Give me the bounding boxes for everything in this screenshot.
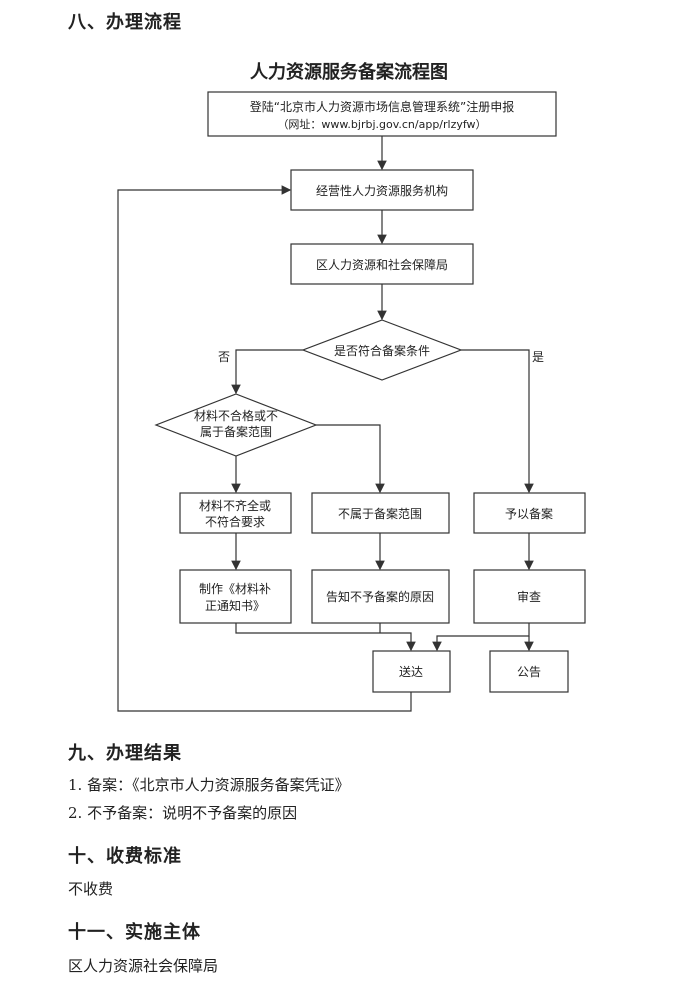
arrow-sub-scope xyxy=(316,424,385,494)
review-box xyxy=(473,569,586,624)
announce-text: 公告 xyxy=(517,665,541,679)
section-heading-entity: 十一、实施主体 xyxy=(68,922,201,943)
district-bureau-text: 区人力资源和社会保障局 xyxy=(316,257,448,272)
incomplete-text-1: 材料不齐全或 xyxy=(199,498,271,513)
sub-condition-text-2: 属于备案范围 xyxy=(200,424,272,439)
arrow-yes-branch xyxy=(461,349,534,494)
login-box xyxy=(207,91,557,137)
login-text-1: 登陆“北京市人力资源市场信息管理系统”注册申报 xyxy=(250,99,514,114)
condition-diamond xyxy=(301,319,463,381)
section-heading-fee: 十、收费标准 xyxy=(68,846,182,867)
deliver-box xyxy=(372,650,451,693)
section-heading-results: 九、办理结果 xyxy=(68,743,182,764)
review-text: 审查 xyxy=(517,589,541,604)
announce-box xyxy=(489,650,569,693)
yes-label: 是 xyxy=(532,350,544,364)
login-text-2: （网址：www.bjrbj.gov.cn/app/rlzyfw） xyxy=(277,117,486,131)
result-item-2: 2. 不予备案：说明不予备案的原因 xyxy=(68,804,298,822)
sub-condition-text-1: 材料不合格或不 xyxy=(194,408,278,423)
section-heading-process: 八、办理流程 xyxy=(68,12,182,33)
agency-text: 经营性人力资源服务机构 xyxy=(316,183,448,198)
inform-reason-text: 告知不予备案的原因 xyxy=(326,589,434,604)
result-item-1: 1. 备案：《北京市人力资源服务备案凭证》 xyxy=(68,776,350,794)
grant-text: 予以备案 xyxy=(505,506,553,521)
entity-text: 区人力资源社会保障局 xyxy=(68,957,219,975)
correction-notice-text-2: 正通知书》 xyxy=(205,599,265,613)
out-of-scope-text: 不属于备案范围 xyxy=(338,506,422,521)
condition-text: 是否符合备案条件 xyxy=(334,343,430,358)
grant-box xyxy=(473,492,586,534)
arrow-review-deliver xyxy=(432,623,530,652)
flowchart: 登陆“北京市人力资源市场信息管理系统”注册申报 （网址：www.bjrbj.go… xyxy=(117,91,586,712)
incomplete-text-2: 不符合要求 xyxy=(205,514,265,529)
arrow-notice-deliver xyxy=(235,623,416,652)
arrow-no-branch xyxy=(231,349,303,395)
correction-notice-text-1: 制作《材料补 xyxy=(199,582,271,596)
deliver-text: 送达 xyxy=(399,664,423,679)
agency-box xyxy=(290,169,474,211)
no-label: 否 xyxy=(218,350,230,364)
flowchart-title: 人力资源服务备案流程图 xyxy=(250,62,448,83)
fee-text: 不收费 xyxy=(68,880,114,898)
arrow-deliver-loop xyxy=(117,185,412,712)
district-bureau-box xyxy=(290,243,474,285)
incomplete-box xyxy=(179,492,292,534)
correction-notice-box xyxy=(179,569,292,624)
